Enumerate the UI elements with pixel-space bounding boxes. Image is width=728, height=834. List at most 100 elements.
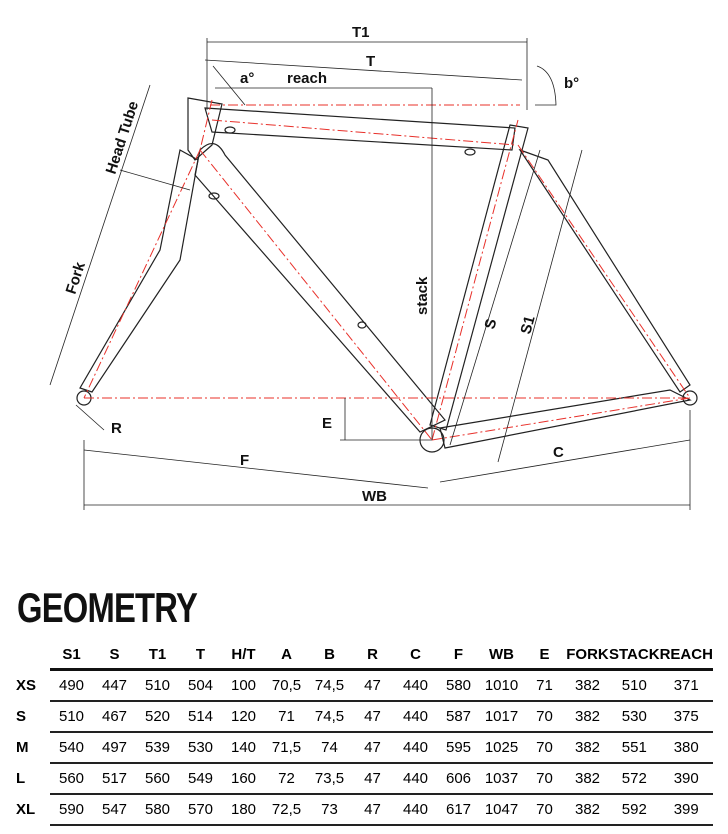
fork [79,149,199,393]
table-cell: 530 [609,701,660,733]
chain-stay [439,389,692,449]
label-a-angle: a° [240,70,254,87]
table-cell: 47 [351,794,394,826]
label-s1: S1 [517,314,538,336]
table-cell: 514 [179,701,222,733]
table-cell: 71,5 [265,732,308,764]
seat-tube [429,124,529,431]
column-header: A [265,640,308,671]
table-cell: 70 [523,794,566,826]
table-cell: 440 [394,763,437,795]
table-cell: 490 [50,669,93,702]
table-cell: 1037 [480,763,523,795]
size-label: L [16,770,26,787]
table-cell: 72,5 [265,794,308,826]
table-cell: 467 [93,701,136,733]
table-cell: 74,5 [308,669,351,702]
table-cell: 71 [523,669,566,702]
column-header: T [179,640,222,671]
table-cell: 140 [222,732,265,764]
table-cell: 380 [659,732,713,764]
table-cell: 47 [351,763,394,795]
column-header: F [437,640,480,671]
table-header-row: S1 S T1 T H/T A B R C F WB E FORK STACK … [10,640,713,671]
column-header: H/T [222,640,265,671]
table-cell: 497 [93,732,136,764]
label-stack: stack [414,276,431,315]
dimension-labels: T1 T reach a° b° Head Tube Fork stack S … [63,24,580,505]
table-cell: 382 [566,732,609,764]
column-header: FORK [566,640,609,671]
column-header: S [93,640,136,671]
column-header: STACK [609,640,660,671]
table-cell: 504 [179,669,222,702]
table-cell: 47 [351,669,394,702]
corner-cell [10,640,50,670]
table-cell: 382 [566,794,609,826]
geometry-table: S1 S T1 T H/T A B R C F WB E FORK STACK … [10,640,713,826]
table-cell: 440 [394,669,437,702]
table-cell: 510 [609,669,660,702]
table-cell: 592 [609,794,660,826]
table-cell: 606 [437,763,480,795]
column-header: E [523,640,566,671]
table-cell: 1010 [480,669,523,702]
size-label: M [16,739,29,756]
table-cell: 74 [308,732,351,764]
table-cell: 47 [351,732,394,764]
table-cell: 595 [437,732,480,764]
table-cell: 70 [523,732,566,764]
column-header: C [394,640,437,671]
table-cell: 120 [222,701,265,733]
label-head-tube: Head Tube [103,99,143,176]
table-cell: 570 [179,794,222,826]
table-cell: 382 [566,701,609,733]
head-tube [187,97,223,161]
column-header: B [308,640,351,671]
label-t: T [366,53,375,70]
frame-geometry-diagram: T1 T reach a° b° Head Tube Fork stack S … [49,24,698,510]
label-fork: Fork [63,259,89,296]
table-cell: 71 [265,701,308,733]
table-cell: 73 [308,794,351,826]
label-t1: T1 [352,24,370,41]
table-cell: 399 [659,794,713,826]
column-header: REACH [659,640,713,671]
table-cell: 74,5 [308,701,351,733]
table-cell: 510 [136,669,179,702]
centerlines [83,99,691,441]
column-header: T1 [136,640,179,671]
size-label: XL [16,801,36,818]
table-cell: 617 [437,794,480,826]
table-cell: 440 [394,701,437,733]
table-cell: 560 [136,763,179,795]
table-cell: 520 [136,701,179,733]
table-cell: 587 [437,701,480,733]
table-cell: 70 [523,763,566,795]
size-label: S [16,708,27,725]
table-cell: 517 [93,763,136,795]
table-cell: 375 [659,701,713,733]
table-cell: 547 [93,794,136,826]
label-e: E [322,415,332,432]
table-cell: 580 [136,794,179,826]
page-title: GEOMETRY [17,584,198,631]
table-cell: 1017 [480,701,523,733]
label-reach: reach [287,70,327,87]
down-tube [194,143,446,433]
table-cell: 530 [179,732,222,764]
table-cell: 447 [93,669,136,702]
label-c: C [553,444,564,461]
label-f: F [240,452,249,469]
table-cell: 47 [351,701,394,733]
seat-stay [518,148,691,393]
table-cell: 100 [222,669,265,702]
table-cell: 572 [609,763,660,795]
table-cell: 160 [222,763,265,795]
table-cell: 70 [523,701,566,733]
table-cell: 73,5 [308,763,351,795]
